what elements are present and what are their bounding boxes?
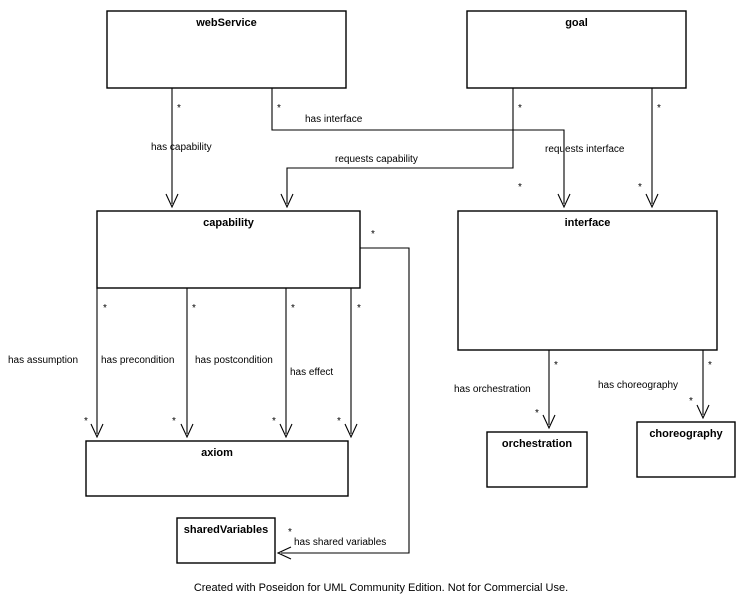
class-goal[interactable]: goal — [466, 10, 687, 89]
mult-has-assumption-source: * — [103, 303, 107, 314]
class-interface-rect[interactable] — [457, 210, 718, 351]
class-webService-rect[interactable] — [106, 10, 347, 89]
line-has-interface[interactable] — [271, 88, 565, 204]
label-requests-capability: requests capability — [335, 154, 418, 165]
mult-requests-interface-source: * — [657, 103, 661, 114]
class-sharedVariables-label: sharedVariables — [184, 524, 268, 536]
arrowhead-has-interface — [557, 193, 571, 209]
mult-has-precondition-target: * — [172, 416, 176, 427]
class-capability[interactable]: capability — [96, 210, 361, 289]
mult-has-assumption-target: * — [84, 416, 88, 427]
association-lines — [90, 88, 710, 560]
class-webService-label: webService — [195, 17, 257, 29]
mult-has-shared-variables-target: * — [371, 229, 375, 240]
label-has-orchestration: has orchestration — [454, 384, 531, 395]
arrowhead-has-effect — [344, 423, 358, 439]
mult-has-effect-target: * — [337, 416, 341, 427]
class-sharedVariables-rect[interactable] — [176, 517, 276, 564]
mult-has-capability-source: * — [177, 103, 181, 114]
label-has-precondition: has precondition — [101, 355, 174, 366]
class-capability-rect[interactable] — [96, 210, 361, 289]
association-labels: has capability has interface requests ca… — [8, 114, 678, 548]
class-orchestration-label: orchestration — [502, 438, 573, 450]
class-choreography[interactable]: choreography — [636, 421, 736, 478]
mult-has-shared-variables-source: * — [288, 527, 292, 538]
class-boxes: webService goal capability interface axi… — [85, 10, 736, 564]
class-webService[interactable]: webService — [106, 10, 347, 89]
label-requests-interface: requests interface — [545, 144, 625, 155]
class-axiom-label: axiom — [201, 447, 233, 459]
mult-has-interface-source: * — [277, 103, 281, 114]
line-requests-capability[interactable] — [286, 88, 514, 204]
mult-requests-capability-source: * — [518, 103, 522, 114]
class-axiom-rect[interactable] — [85, 440, 349, 497]
footer-credit-text: Created with Poseidon for UML Community … — [194, 582, 568, 594]
arrowhead-has-postcondition — [279, 423, 293, 439]
mult-has-postcondition-source: * — [291, 303, 295, 314]
label-has-assumption: has assumption — [8, 355, 78, 366]
arrowhead-has-capability — [165, 193, 179, 209]
arrowhead-has-orchestration — [542, 414, 556, 430]
label-has-choreography: has choreography — [598, 380, 678, 391]
class-orchestration-rect[interactable] — [486, 431, 588, 488]
arrowhead-has-choreography — [696, 404, 710, 420]
arrowhead-has-shared-variables — [276, 546, 292, 560]
class-choreography-label: choreography — [649, 428, 723, 440]
class-orchestration[interactable]: orchestration — [486, 431, 588, 488]
mult-has-choreography-target: * — [689, 396, 693, 407]
arrowhead-has-assumption — [90, 423, 104, 439]
line-has-shared-variables[interactable] — [281, 247, 410, 554]
mult-has-orchestration-source: * — [554, 360, 558, 371]
class-axiom[interactable]: axiom — [85, 440, 349, 497]
mult-has-postcondition-target: * — [272, 416, 276, 427]
class-goal-rect[interactable] — [466, 10, 687, 89]
mult-has-orchestration-target: * — [535, 408, 539, 419]
label-has-postcondition: has postcondition — [195, 355, 273, 366]
label-has-effect: has effect — [290, 367, 333, 378]
multiplicity-markers: * * * * * * * * * * * * * * * * * * * * — [84, 103, 712, 538]
label-has-capability: has capability — [151, 142, 212, 153]
class-capability-label: capability — [203, 217, 255, 229]
label-has-interface: has interface — [305, 114, 363, 125]
label-has-shared-variables: has shared variables — [294, 537, 386, 548]
mult-has-choreography-source: * — [708, 360, 712, 371]
arrowhead-requests-interface — [645, 193, 659, 209]
arrowhead-requests-capability — [280, 193, 294, 209]
arrowhead-has-precondition — [180, 423, 194, 439]
mult-has-effect-source: * — [357, 303, 361, 314]
class-choreography-rect[interactable] — [636, 421, 736, 478]
class-goal-label: goal — [565, 17, 588, 29]
mult-has-interface-target: * — [518, 182, 522, 193]
class-interface-label: interface — [565, 217, 611, 229]
class-interface[interactable]: interface — [457, 210, 718, 351]
mult-requests-interface-target: * — [638, 182, 642, 193]
class-sharedVariables[interactable]: sharedVariables — [176, 517, 276, 564]
mult-has-precondition-source: * — [192, 303, 196, 314]
